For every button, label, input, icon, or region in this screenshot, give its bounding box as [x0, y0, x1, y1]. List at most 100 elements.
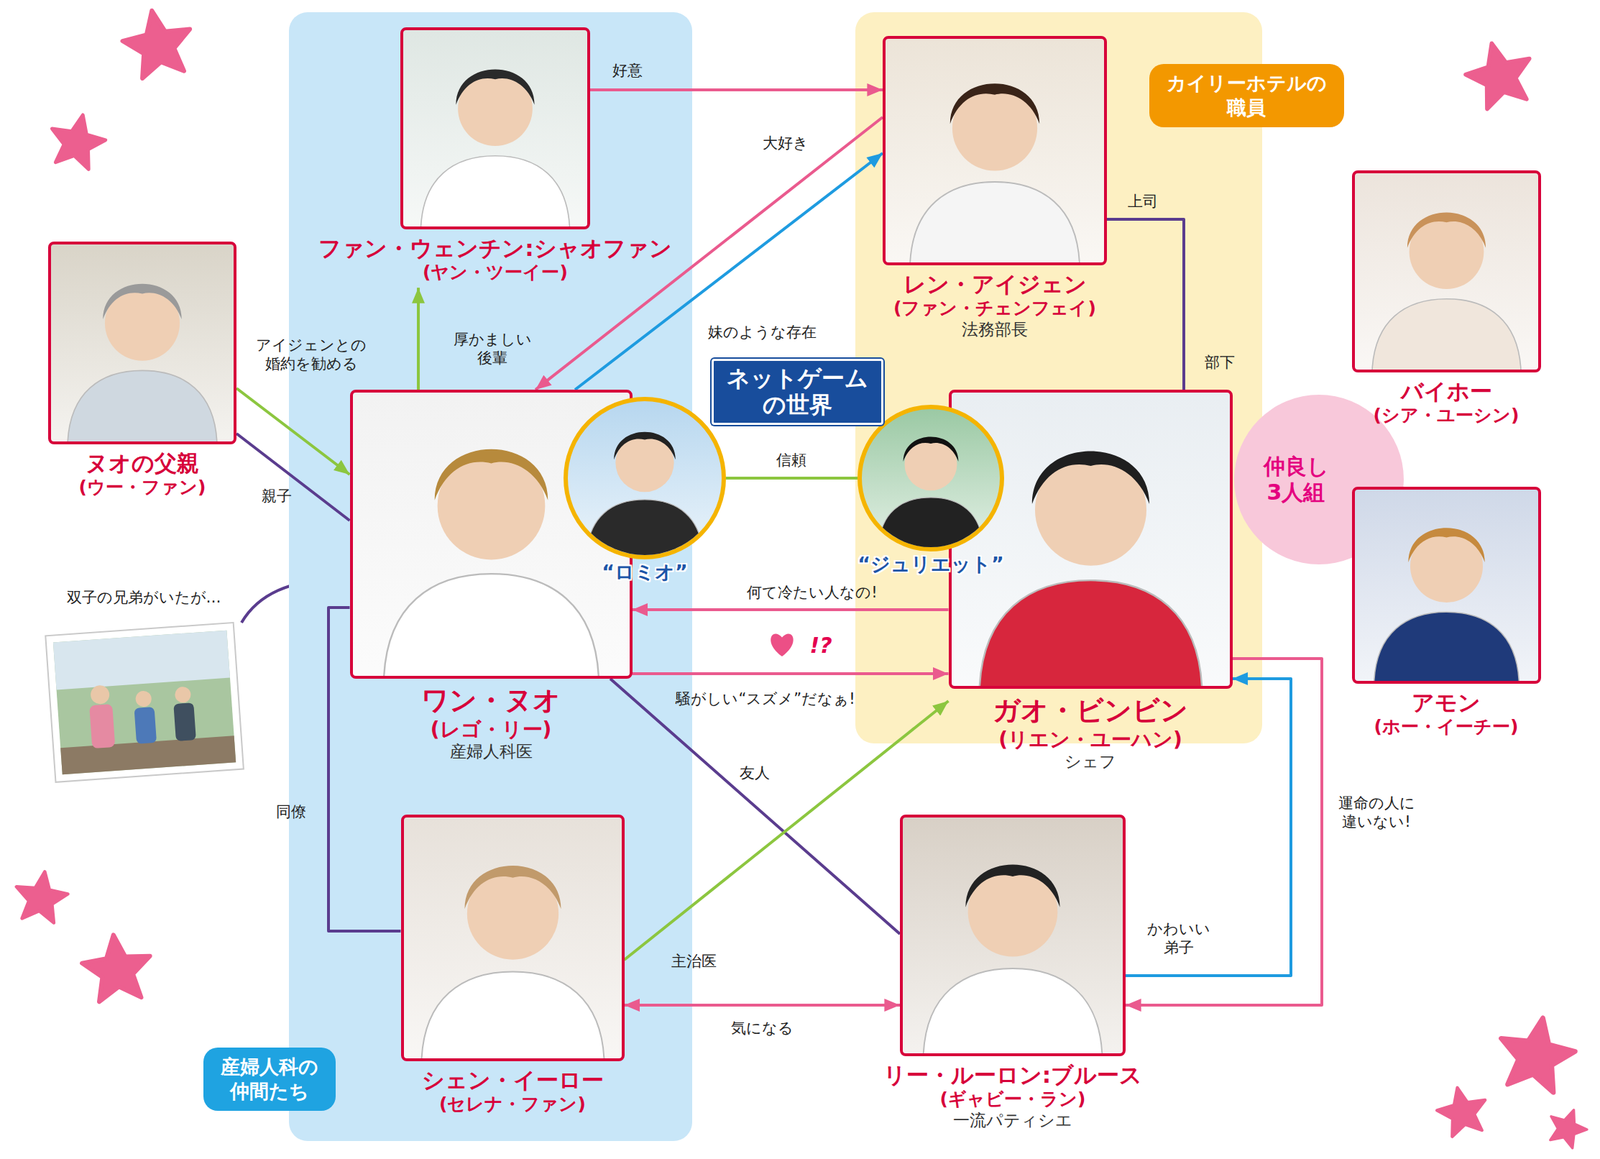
portrait-hair: [455, 69, 535, 105]
star: [45, 109, 110, 172]
relation-label: 友人: [739, 763, 770, 783]
note-label-box: !?: [809, 633, 832, 657]
portrait-hair: [102, 283, 182, 320]
character-name: バイホー: [1400, 378, 1493, 405]
portrait-hair: [613, 431, 676, 461]
relation-label: 妹のような存在: [707, 322, 817, 342]
character-name: リー・ルーロン:ブルース: [883, 1061, 1143, 1089]
character-name: シェン・イーロー: [421, 1066, 604, 1094]
relation-label-box: 厚かましい 後輩: [453, 329, 532, 369]
portrait-body: [67, 370, 218, 442]
actor-name: (セレナ・ファン): [439, 1093, 586, 1115]
avatar-circle: “ロミオ”: [563, 396, 726, 584]
portrait-hair: [965, 864, 1060, 908]
note-label: !?: [809, 633, 832, 657]
relation-label: 騒がしい“スズメ”だなぁ!: [675, 689, 855, 708]
portrait-body: [978, 580, 1202, 686]
note-label: 双子の兄弟がいたが…: [66, 587, 222, 607]
portrait-placeholder: [861, 408, 1000, 547]
relation-label: 気になる: [730, 1018, 794, 1038]
actor-name: (ファン・チェンフェイ): [893, 297, 1097, 320]
portrait-body: [878, 497, 984, 547]
actor-name: (レゴ・リー): [430, 717, 553, 742]
portrait-placeholder: [403, 817, 622, 1059]
relation-label: 大好き: [762, 133, 809, 153]
figure-body: [89, 703, 116, 749]
portrait-frame: [948, 389, 1233, 689]
star: [12, 867, 71, 924]
star: [1433, 1082, 1492, 1139]
relation-label: 主治医: [671, 951, 717, 971]
star: [1459, 35, 1539, 112]
relation-label: 信頼: [776, 450, 807, 470]
note-label-box: 双子の兄弟がいたが…: [66, 587, 222, 607]
relation-label: 好意: [612, 61, 643, 80]
avatar-circle: “ジュリエット”: [857, 404, 1005, 576]
portrait-frame: [882, 35, 1107, 266]
character-name: ファン・ウェンチン:シャオファン: [318, 235, 672, 262]
photo-frame: [45, 622, 244, 783]
relation-label-box: 何て冷たい人なの!: [746, 582, 877, 602]
portrait-placeholder: [567, 401, 722, 555]
figure-head: [89, 684, 110, 705]
portrait-body: [909, 181, 1080, 263]
portrait-placeholder: [951, 392, 1230, 686]
portrait-hair: [1408, 527, 1485, 563]
portrait-body: [1373, 611, 1519, 681]
relation-label: 親子: [261, 486, 292, 506]
group-badge: 産婦人科の 仲間たち: [203, 1047, 336, 1111]
portrait-placeholder: [885, 38, 1105, 263]
nickname: “ジュリエット”: [857, 552, 1005, 576]
character-name: ワン・ヌオ: [421, 684, 561, 718]
relation-label-box: 気になる: [730, 1018, 794, 1038]
title-box: ネットゲーム の世界: [711, 358, 884, 425]
relation-label: 厚かましい 後輩: [453, 329, 532, 369]
relation-label-box: 同僚: [276, 802, 307, 821]
figure-body: [134, 706, 157, 744]
relation-label-box: 親子: [261, 486, 292, 506]
relation-label: 同僚: [276, 802, 307, 821]
portrait-placeholder: [51, 244, 234, 442]
group-band: カイリーホテルの 職員レン・アイジェン(ファン・チェンフェイ)法務部長“ジュリエ…: [855, 12, 1263, 744]
portrait-hair: [903, 436, 959, 462]
note-label-box: 部下: [1204, 352, 1235, 372]
role-text: 法務部長: [961, 319, 1028, 341]
relation-label-box: 好意: [612, 61, 643, 80]
star: [1493, 1011, 1580, 1095]
character-card: ヌオの父親(ウー・ファン): [48, 241, 237, 503]
relation-arrow: [725, 476, 858, 480]
group-badge: カイリーホテルの 職員: [1149, 63, 1345, 128]
character-name: ヌオの父親: [85, 449, 200, 477]
portrait-body: [420, 155, 570, 227]
portrait-body: [922, 968, 1102, 1054]
portrait-frame: [899, 814, 1126, 1056]
portrait-frame: [48, 241, 237, 445]
portrait-body: [421, 971, 605, 1059]
actor-name: (シア・ユーシン): [1373, 404, 1520, 427]
avatar-frame: [857, 404, 1005, 552]
portrait-frame: [400, 27, 591, 230]
box-title: ネットゲーム の世界: [726, 365, 869, 419]
relation-label-box: 妹のような存在: [707, 322, 817, 342]
relation-label-box: 運命の人に 違いない!: [1338, 793, 1416, 832]
portrait-placeholder: [902, 817, 1123, 1054]
character-card: バイホー(シア・ユーシン): [1352, 170, 1542, 431]
character-name: レン・アイジェン: [903, 270, 1087, 298]
relation-label-box: 友人: [739, 763, 770, 783]
group-label: 仲良し 3人組: [1263, 453, 1330, 506]
portrait-body: [1371, 299, 1521, 370]
star: [79, 930, 154, 1003]
avatar-frame: [563, 396, 726, 560]
relation-label-box: かわいい 弟子: [1147, 919, 1211, 958]
character-name: アモン: [1411, 689, 1481, 716]
portrait-placeholder: [403, 30, 588, 227]
portrait-hair: [1406, 212, 1485, 248]
photo-ground: [53, 630, 236, 775]
relation-label: 運命の人に 違いない!: [1338, 793, 1416, 832]
group-label: カイリーホテルの 職員: [1166, 71, 1327, 121]
relation-label: 何て冷たい人なの!: [746, 582, 877, 602]
nickname: “ロミオ”: [601, 560, 688, 584]
actor-name: (ウー・ファン): [79, 476, 207, 499]
twin-photo: [45, 622, 244, 783]
relation-label-box: 騒がしい“スズメ”だなぁ!: [675, 689, 855, 708]
